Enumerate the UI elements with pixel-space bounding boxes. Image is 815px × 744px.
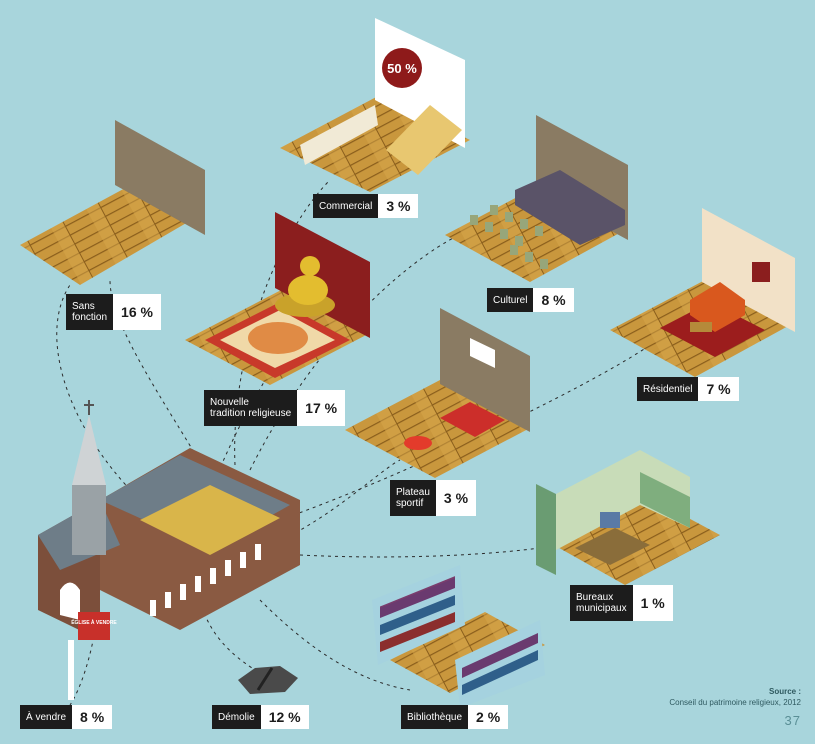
label-a-vendre: À vendre 8 % (20, 705, 113, 729)
label-tradition-religieuse: Nouvelle tradition religieuse 17 % (204, 390, 346, 426)
room-commercial: 50 % (280, 18, 470, 192)
room-residentiel (610, 208, 795, 377)
label-commercial: Commercial 3 % (313, 194, 419, 218)
room-plateau-sportif (345, 308, 530, 478)
label-plateau-sportif: Plateau sportif 3 % (390, 480, 477, 516)
label-percent: 8 % (72, 705, 113, 729)
label-culturel: Culturel 8 % (487, 288, 574, 312)
label-percent: 17 % (297, 390, 346, 426)
label-name: Culturel (487, 288, 534, 312)
label-percent: 16 % (113, 294, 161, 330)
source-title: Source : (768, 687, 801, 696)
label-name: Plateau sportif (390, 480, 436, 516)
sale-badge-text: 50 % (387, 61, 417, 76)
room-tradition-religieuse (185, 212, 370, 385)
label-name: À vendre (20, 705, 73, 729)
label-bureaux-municipaux: Bureaux municipaux 1 % (570, 585, 673, 621)
label-percent: 8 % (533, 288, 574, 312)
rubble-demolie (238, 666, 298, 694)
label-name: Commercial (313, 194, 379, 218)
label-name: Résidentiel (637, 377, 699, 401)
label-name: Bureaux municipaux (570, 585, 633, 621)
label-name: Nouvelle tradition religieuse (204, 390, 298, 426)
room-sans-fonction (20, 120, 205, 285)
label-name: Sans fonction (66, 294, 114, 330)
label-percent: 2 % (468, 705, 509, 729)
label-percent: 3 % (378, 194, 419, 218)
room-culturel (445, 115, 628, 282)
label-bibliotheque: Bibliothèque 2 % (401, 705, 509, 729)
label-percent: 7 % (698, 377, 739, 401)
label-name: Démolie (212, 705, 261, 729)
label-percent: 3 % (435, 480, 477, 516)
sale-sign-text: ÉGLISE À VENDRE (71, 618, 117, 626)
source-note: Source : Conseil du patrimoine religieux… (669, 686, 801, 708)
room-bureaux-municipaux (536, 450, 720, 585)
sale-badge-icon (382, 48, 422, 88)
label-demolie: Démolie 12 % (212, 705, 309, 729)
church: ÉGLISE À VENDRE (38, 400, 300, 700)
label-residentiel: Résidentiel 7 % (637, 377, 739, 401)
label-name: Bibliothèque (401, 705, 469, 729)
source-text: Conseil du patrimoine religieux, 2012 (669, 698, 801, 707)
label-percent: 1 % (632, 585, 673, 621)
room-bibliotheque (372, 565, 545, 708)
page-number: 37 (784, 713, 801, 728)
label-percent: 12 % (260, 705, 309, 729)
label-sans-fonction: Sans fonction 16 % (66, 294, 161, 330)
